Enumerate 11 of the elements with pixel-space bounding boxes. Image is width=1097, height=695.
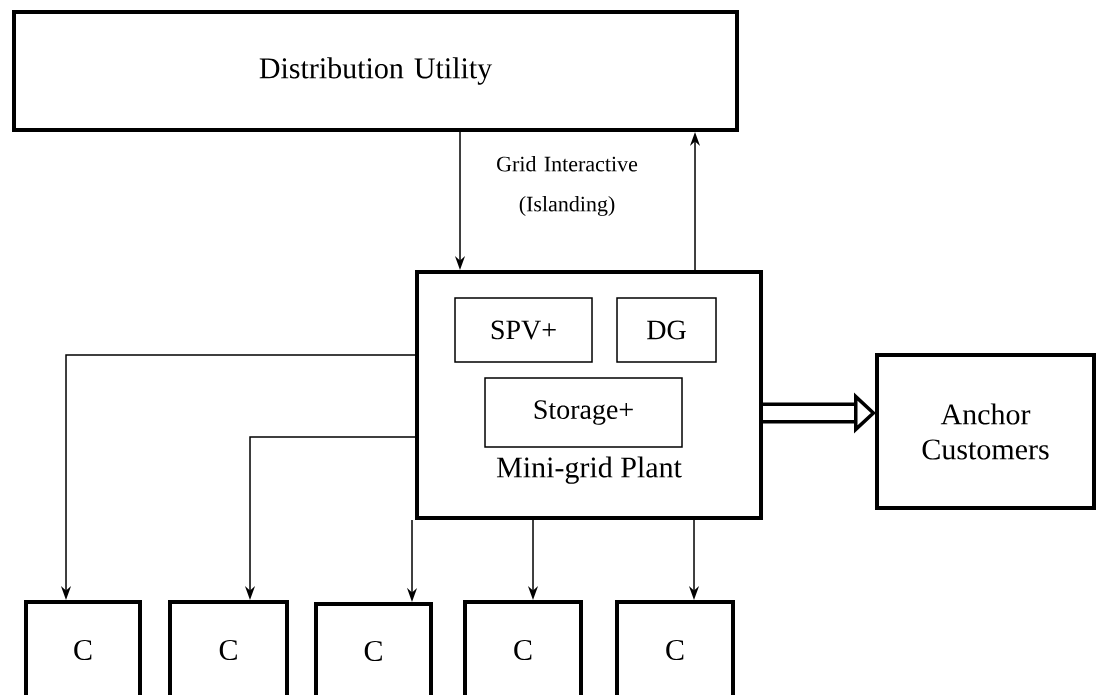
component-box: DG bbox=[616, 297, 717, 363]
component-box: Storage+ bbox=[484, 377, 683, 448]
block-box: C bbox=[314, 602, 433, 695]
block-box: Distribution Utility bbox=[12, 10, 739, 132]
block-box: C bbox=[463, 600, 583, 695]
block-box: C bbox=[168, 600, 289, 695]
block-box: C bbox=[615, 600, 735, 695]
annotation-text: Grid Interactive (Islanding) bbox=[497, 156, 638, 216]
block-box: Anchor Customers bbox=[875, 353, 1096, 510]
component-box: SPV+ bbox=[454, 297, 593, 363]
block-box: C bbox=[24, 600, 142, 695]
